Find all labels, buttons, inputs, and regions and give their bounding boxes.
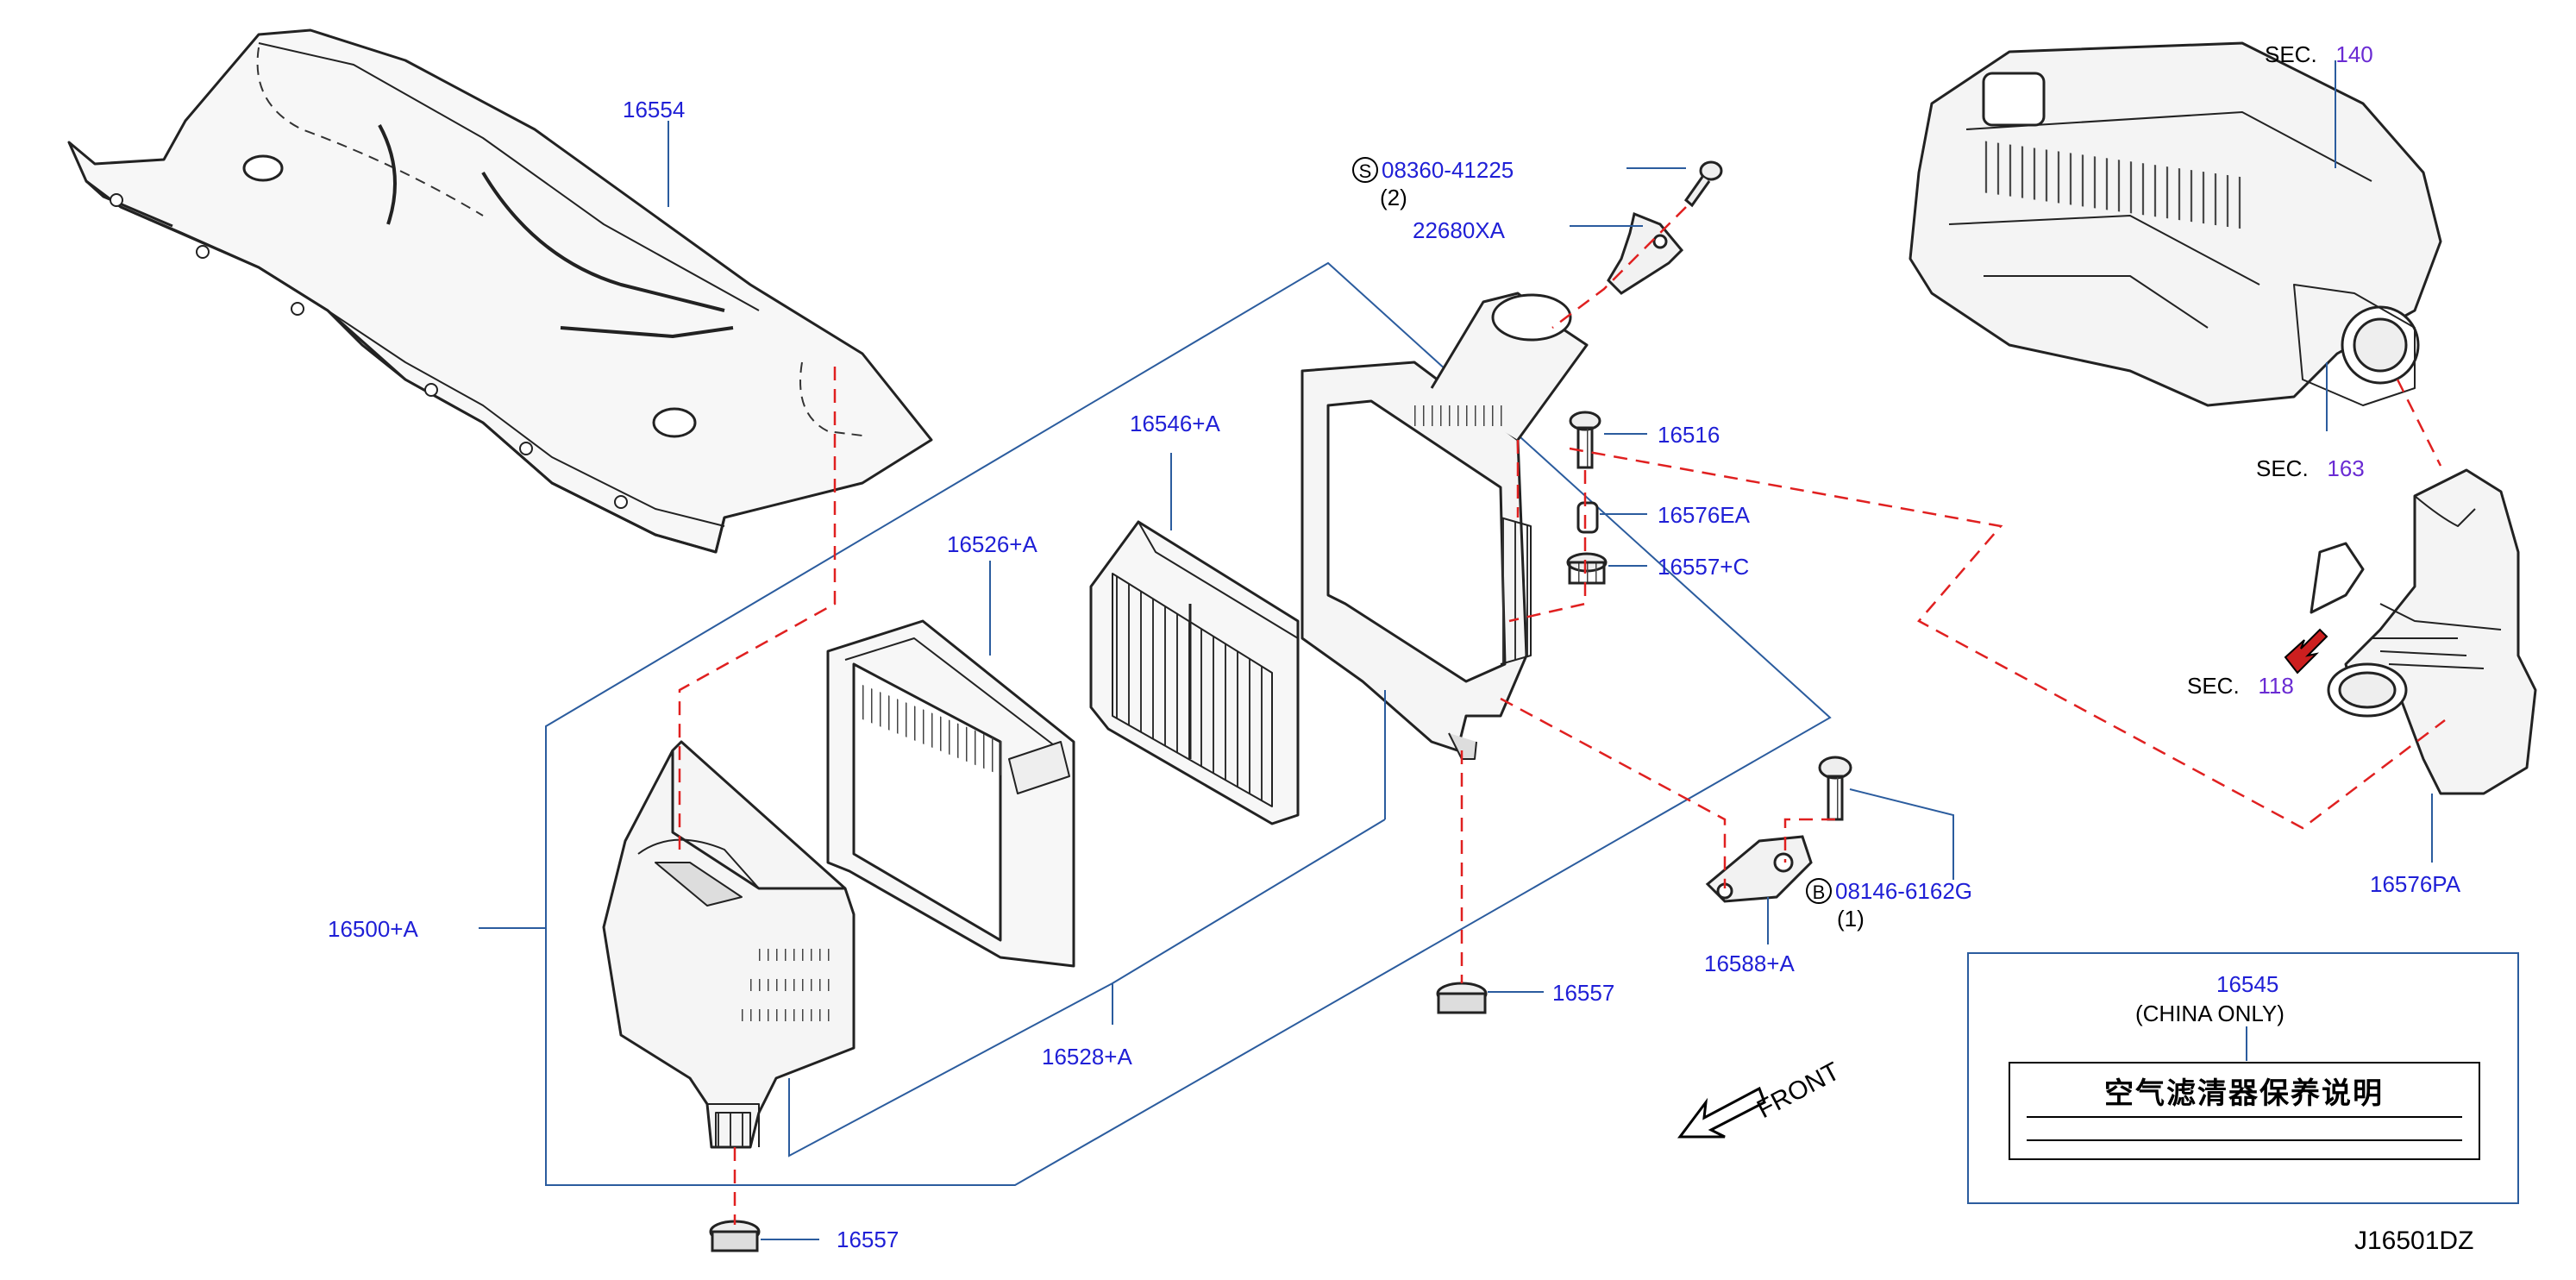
part-label-16516[interactable]: 16516	[1658, 422, 1720, 448]
sec-118-arrow-icon	[2284, 628, 2328, 675]
filter-element-drawing	[1089, 520, 1300, 825]
part-label-16554[interactable]: 16554	[623, 97, 686, 122]
intake-manifold-drawing	[1908, 41, 2442, 407]
section-number: 118	[2258, 673, 2294, 699]
section-ref-140[interactable]: SEC. 140	[2265, 41, 2373, 67]
section-prefix: SEC.	[2265, 41, 2317, 67]
section-ref-118[interactable]: SEC. 118	[2187, 673, 2294, 699]
diagram-code: J16501DZ	[2354, 1227, 2474, 1255]
small-parts-drawing	[709, 160, 1852, 1252]
part-label-16576pa[interactable]: 16576PA	[2370, 871, 2461, 897]
lower-case-drawing	[602, 740, 856, 1149]
bolt-b-number: 08146-6162G	[1835, 878, 1973, 904]
part-label-16500[interactable]: 16500+A	[328, 916, 418, 942]
section-number: 163	[2327, 455, 2365, 481]
part-label-16545[interactable]: 16545	[2216, 971, 2279, 997]
assembly-outline	[545, 261, 1832, 1186]
part-label-16528[interactable]: 16528+A	[1042, 1044, 1132, 1070]
label-box	[1967, 952, 2519, 1204]
b-symbol-icon: B	[1806, 878, 1832, 904]
front-arrow-icon	[1677, 1086, 1766, 1139]
bolt-s-number: 08360-41225	[1382, 157, 1514, 183]
section-ref-163[interactable]: SEC. 163	[2256, 455, 2365, 481]
part-label-16557-bottom[interactable]: 16557	[837, 1227, 899, 1252]
part-label-16526[interactable]: 16526+A	[947, 531, 1037, 557]
bolt-b-qty: (1)	[1837, 906, 1865, 932]
dashed-assembly-lines	[678, 206, 2446, 1225]
part-label-16546[interactable]: 16546+A	[1130, 411, 1220, 436]
section-prefix: SEC.	[2187, 673, 2240, 699]
part-label-16557-mid[interactable]: 16557	[1552, 980, 1615, 1006]
bolt-s-qty: (2)	[1380, 185, 1407, 210]
part-label-16588[interactable]: 16588+A	[1704, 951, 1795, 976]
label-plate-text: 空气滤清器保养说明	[2104, 1076, 2384, 1111]
filter-frame-drawing	[826, 619, 1075, 968]
part-label-22680xa[interactable]: 22680XA	[1413, 217, 1505, 243]
label-plate	[2009, 1062, 2480, 1160]
leader-lines	[479, 60, 2433, 1240]
s-symbol-icon: S	[1352, 157, 1378, 183]
part-label-16576ea[interactable]: 16576EA	[1658, 502, 1750, 528]
air-duct-drawing	[2310, 468, 2537, 795]
section-number: 140	[2335, 41, 2373, 67]
upper-case-drawing	[1301, 292, 1589, 760]
part-label-16557c[interactable]: 16557+C	[1658, 554, 1750, 580]
section-prefix: SEC.	[2256, 455, 2309, 481]
label-box-note: (CHINA ONLY)	[2135, 1001, 2285, 1026]
engine-cover-drawing	[67, 28, 933, 554]
